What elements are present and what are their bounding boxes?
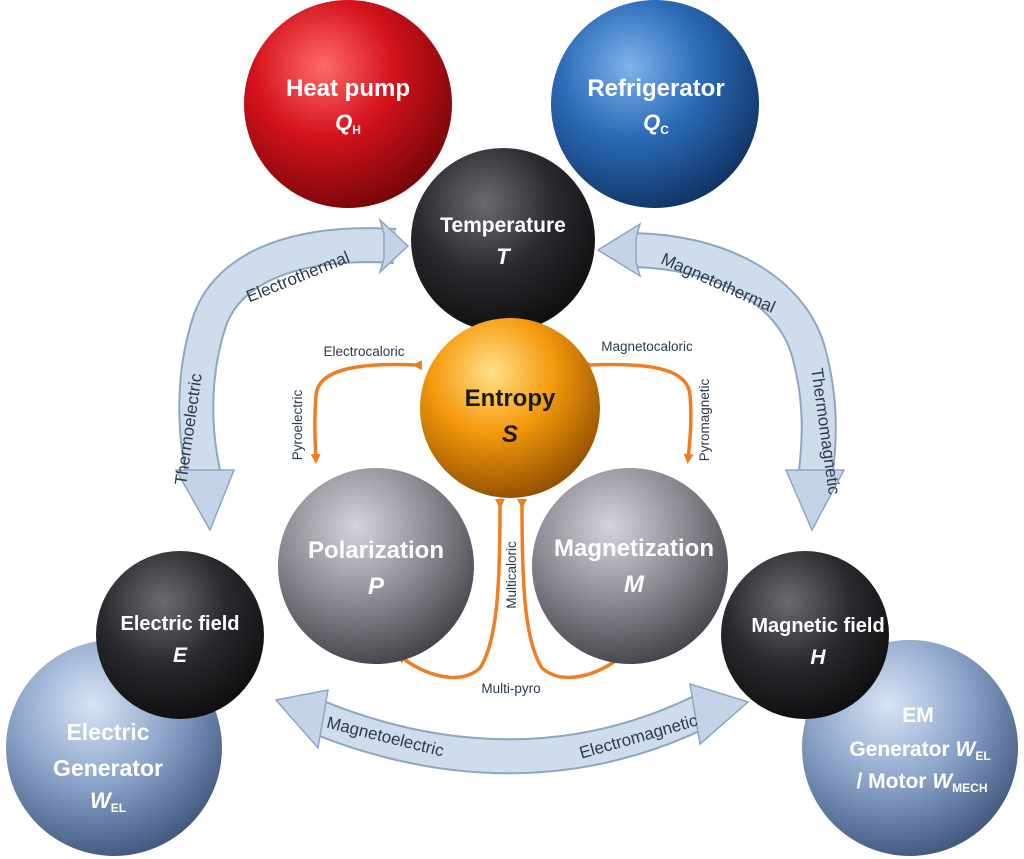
magnetic-field-title: Magnetic field [751,615,884,637]
label-electrocaloric: Electrocaloric [323,344,404,359]
label-multicaloric: Multicaloric [504,541,519,609]
node-polarization: Polarization P [278,468,474,664]
node-refrigerator: Refrigerator QC [551,0,759,208]
arrow-multicaloric-left [396,498,506,680]
em-generator-line1: EM [902,704,934,727]
em-generator-symbol1: W [956,738,978,761]
electric-field-title: Electric field [121,613,240,635]
em-generator-line3: / Motor [857,770,933,793]
refrigerator-subscript: C [660,123,669,137]
polarization-title: Polarization [308,537,444,564]
label-multi-pyro: Multi-pyro [481,681,540,696]
em-generator-subscript2: MECH [952,781,987,795]
svg-text:/ Motor WMECH: / Motor WMECH [857,770,988,795]
em-generator-line2: Generator [849,738,955,761]
refrigerator-symbol: Q [643,110,660,135]
arrow-multicaloric-right [516,498,626,680]
svg-text:WEL: WEL [90,788,126,815]
em-generator-subscript1: EL [975,749,990,763]
electric-field-symbol: E [173,644,188,667]
magnetization-title: Magnetization [554,535,714,562]
em-generator-symbol2: W [932,770,954,793]
orange-arrows [310,360,694,680]
arrow-electrocaloric-pyroelectric [310,360,423,464]
electric-generator-line1: Electric [66,719,149,745]
node-electric-field: Electric field E [96,551,264,719]
node-temperature: Temperature T [411,148,595,332]
svg-text:Generator WEL: Generator WEL [849,738,990,763]
electric-generator-subscript: EL [111,801,126,815]
magnetization-symbol: M [624,571,645,598]
magnetic-field-symbol: H [810,646,826,669]
arrow-magnetocaloric-pyromagnetic [583,360,694,464]
refrigerator-title: Refrigerator [587,75,724,102]
arrow-magnetoelectric-electromagnetic [274,682,750,775]
electric-generator-symbol: W [90,788,113,813]
electric-generator-line2: Generator [53,755,163,781]
label-pyromagnetic: Pyromagnetic [697,378,712,461]
polarization-symbol: P [368,573,385,600]
temperature-title: Temperature [440,214,566,237]
svg-text:QH: QH [335,110,361,137]
heat-pump-symbol: Q [335,110,352,135]
node-magnetization: Magnetization M [532,468,728,664]
node-magnetic-field: Magnetic field H [721,551,889,719]
arrow-magnetothermal-thermomagnetic [596,222,846,532]
node-heat-pump: Heat pump QH [244,0,452,208]
temperature-symbol: T [496,244,511,269]
entropy-symbol: S [502,421,518,448]
label-pyroelectric: Pyroelectric [290,389,305,460]
heat-pump-subscript: H [352,123,361,137]
svg-text:QC: QC [643,110,669,137]
label-magnetocaloric: Magnetocaloric [601,339,693,354]
heat-pump-title: Heat pump [286,75,410,102]
entropy-title: Entropy [465,385,556,412]
arrow-electrothermal-thermoelectric [174,217,410,532]
node-entropy: Entropy S [420,318,600,498]
